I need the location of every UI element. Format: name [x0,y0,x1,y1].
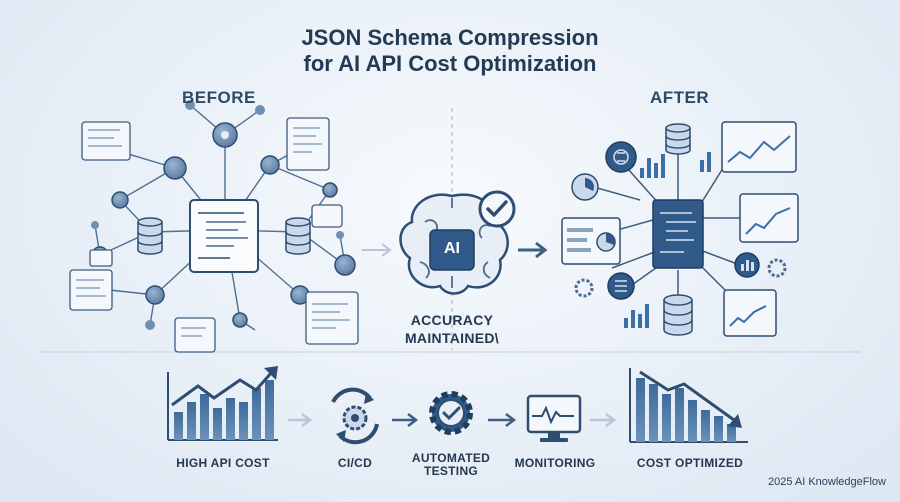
pipeline-label-cost-optimized: COST OPTIMIZED [636,456,744,470]
pipeline-label-ci-cd: CI/CD [337,456,373,470]
after-bar-mini-charts [624,152,711,328]
pipeline-label-automated-testing: AUTOMATED TESTING [411,451,491,478]
arrow-right-icon [518,241,548,259]
pipeline-label-high-api-cost: HIGH API COST [176,456,270,470]
after-database-icons [663,123,693,336]
monitor-pulse-icon [526,394,582,442]
faded-arrow-icon [362,243,392,257]
before-nodes [91,100,356,330]
title-line-1: JSON Schema Compression [301,25,599,50]
before-central-json-document [189,199,259,273]
pipeline-arrows [288,413,617,427]
rising-bar-chart-icon [167,366,278,441]
after-connectors [589,148,741,301]
cycle-gear-icon [331,387,379,445]
accuracy-line-2: MAINTAINED\ [404,330,500,346]
credit-text: 2025 AI KnowledgeFlow [767,476,886,488]
ai-brain-icon [399,193,509,295]
before-database-icons [137,217,311,255]
after-label: AFTER [650,88,710,107]
after-window-details [567,228,616,252]
after-central-json-document [652,199,704,269]
accuracy-line-1: ACCURACY [410,312,494,328]
falling-bar-chart-icon [629,368,748,443]
before-label: BEFORE [182,88,256,107]
gear-check-icon [429,391,473,435]
after-circle-icons [571,141,787,300]
before-doc-lines [76,127,350,337]
ai-check-badge-icon [478,190,516,228]
ai-badge-text: AI [444,240,460,257]
title-line-2: for AI API Cost Optimization [303,51,597,76]
pipeline-label-monitoring: MONITORING [514,456,596,470]
after-chart-lines [727,135,791,327]
